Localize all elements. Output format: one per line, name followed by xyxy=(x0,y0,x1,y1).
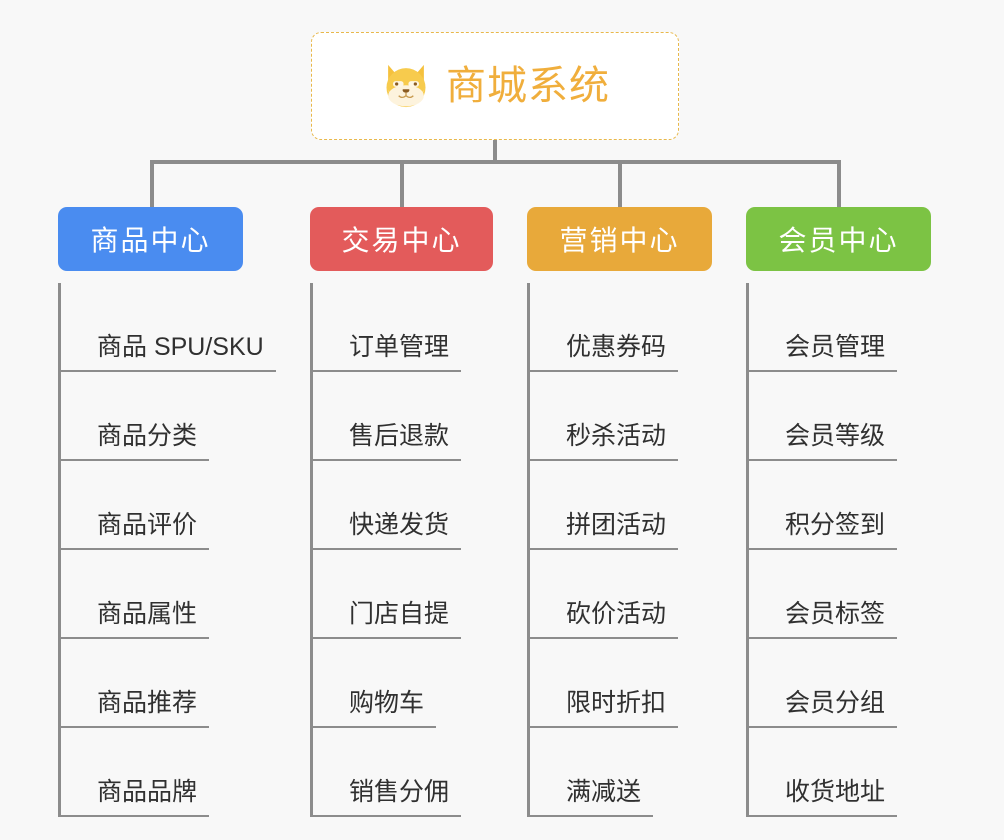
column-4: 会员中心会员管理会员等级积分签到会员标签会员分组收货地址 xyxy=(746,207,931,817)
column-2: 交易中心订单管理售后退款快递发货门店自提购物车销售分佣 xyxy=(310,207,493,817)
leaf-item[interactable]: 满减送 xyxy=(527,728,712,817)
leaf-item-label: 购物车 xyxy=(310,691,437,728)
leaf-item[interactable]: 会员管理 xyxy=(746,283,931,372)
column-spine-2: 订单管理售后退款快递发货门店自提购物车销售分佣 xyxy=(310,283,493,817)
leaf-item[interactable]: 积分签到 xyxy=(746,461,931,550)
leaf-item-label: 订单管理 xyxy=(310,335,462,372)
leaf-item[interactable]: 限时折扣 xyxy=(527,639,712,728)
connector-drop-1 xyxy=(150,160,154,207)
column-spine-3: 优惠券码秒杀活动拼团活动砍价活动限时折扣满减送 xyxy=(527,283,712,817)
connector-bar xyxy=(150,160,841,164)
leaf-item[interactable]: 优惠券码 xyxy=(527,283,712,372)
leaf-item-label: 优惠券码 xyxy=(527,335,679,372)
leaf-item-label: 快递发货 xyxy=(310,513,462,550)
leaf-item-label: 商品分类 xyxy=(58,424,210,461)
shiba-dog-face-icon xyxy=(386,64,426,109)
connector-drop-4 xyxy=(837,160,841,207)
leaf-item-label: 会员等级 xyxy=(746,424,898,461)
category-header-3[interactable]: 营销中心 xyxy=(527,207,712,271)
leaf-item[interactable]: 商品属性 xyxy=(58,550,243,639)
leaf-item[interactable]: 拼团活动 xyxy=(527,461,712,550)
leaf-item-label: 满减送 xyxy=(527,780,654,817)
leaf-item-label: 商品品牌 xyxy=(58,780,210,817)
leaf-item[interactable]: 购物车 xyxy=(310,639,493,728)
leaf-item[interactable]: 销售分佣 xyxy=(310,728,493,817)
leaf-item-label: 秒杀活动 xyxy=(527,424,679,461)
connector-drop-2 xyxy=(400,160,404,207)
leaf-item-label: 限时折扣 xyxy=(527,691,679,728)
leaf-item[interactable]: 商品分类 xyxy=(58,372,243,461)
leaf-item-label: 收货地址 xyxy=(746,780,898,817)
leaf-item-label: 积分签到 xyxy=(746,513,898,550)
leaf-item-label: 砍价活动 xyxy=(527,602,679,639)
leaf-item-label: 商品推荐 xyxy=(58,691,210,728)
leaf-item[interactable]: 商品 SPU/SKU xyxy=(58,283,276,372)
connector-stem xyxy=(493,140,497,164)
category-header-2[interactable]: 交易中心 xyxy=(310,207,493,271)
leaf-item[interactable]: 收货地址 xyxy=(746,728,931,817)
leaf-item-label: 销售分佣 xyxy=(310,780,462,817)
leaf-item[interactable]: 门店自提 xyxy=(310,550,493,639)
leaf-item-label: 会员管理 xyxy=(746,335,898,372)
leaf-item-label: 商品评价 xyxy=(58,513,210,550)
leaf-item[interactable]: 砍价活动 xyxy=(527,550,712,639)
leaf-item[interactable]: 订单管理 xyxy=(310,283,493,372)
leaf-item[interactable]: 会员等级 xyxy=(746,372,931,461)
root-node[interactable]: 商城系统 xyxy=(311,32,679,140)
leaf-item-label: 门店自提 xyxy=(310,602,462,639)
leaf-item-label: 会员标签 xyxy=(746,602,898,639)
leaf-item-label: 拼团活动 xyxy=(527,513,679,550)
column-spine-1: 商品 SPU/SKU 商品分类商品评价商品属性商品推荐商品品牌 xyxy=(58,283,276,817)
leaf-item[interactable]: 商品推荐 xyxy=(58,639,243,728)
leaf-item[interactable]: 会员分组 xyxy=(746,639,931,728)
connector-drop-3 xyxy=(618,160,622,207)
leaf-item[interactable]: 商品品牌 xyxy=(58,728,243,817)
leaf-item-label: 售后退款 xyxy=(310,424,462,461)
leaf-item-label: 商品属性 xyxy=(58,602,210,639)
leaf-item-label: 会员分组 xyxy=(746,691,898,728)
column-spine-4: 会员管理会员等级积分签到会员标签会员分组收货地址 xyxy=(746,283,931,817)
leaf-item[interactable]: 快递发货 xyxy=(310,461,493,550)
leaf-item[interactable]: 售后退款 xyxy=(310,372,493,461)
leaf-item[interactable]: 会员标签 xyxy=(746,550,931,639)
column-1: 商品中心商品 SPU/SKU 商品分类商品评价商品属性商品推荐商品品牌 xyxy=(58,207,276,817)
leaf-item[interactable]: 商品评价 xyxy=(58,461,243,550)
column-3: 营销中心优惠券码秒杀活动拼团活动砍价活动限时折扣满减送 xyxy=(527,207,712,817)
root-title: 商城系统 xyxy=(446,64,610,108)
category-header-1[interactable]: 商品中心 xyxy=(58,207,243,271)
leaf-item-label: 商品 SPU/SKU xyxy=(58,335,276,372)
category-header-4[interactable]: 会员中心 xyxy=(746,207,931,271)
leaf-item[interactable]: 秒杀活动 xyxy=(527,372,712,461)
